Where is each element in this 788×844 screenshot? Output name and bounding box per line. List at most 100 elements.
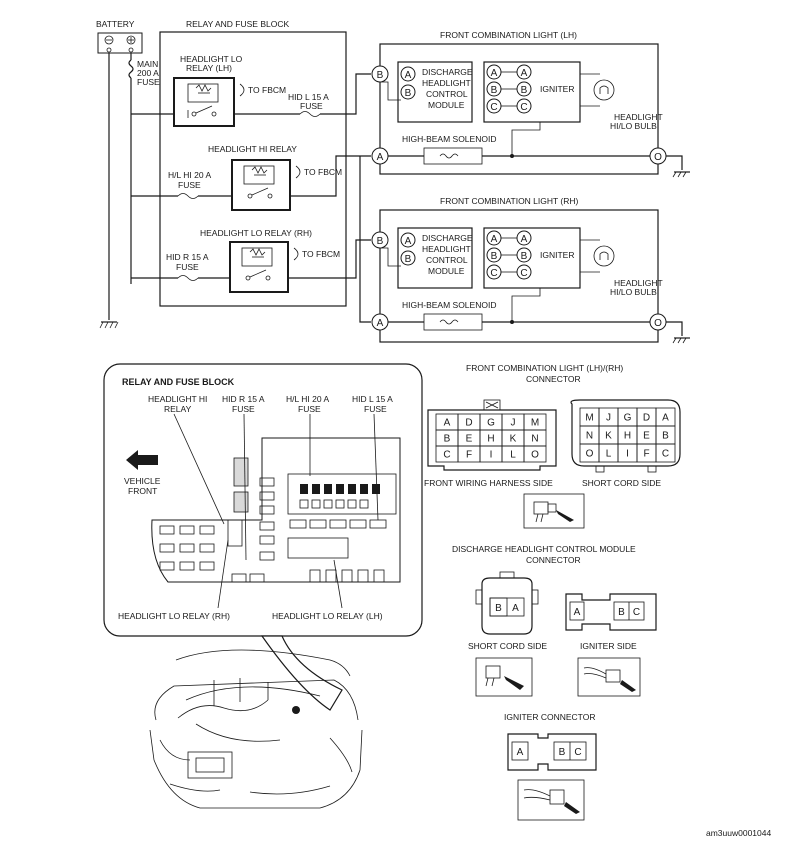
harness-pin-B: B	[444, 434, 451, 445]
hid-l-fuse-line1: HID L 15 A	[288, 92, 329, 102]
svg-text:C: C	[633, 607, 640, 618]
hi-relay-label: HEADLIGHT HI RELAY	[208, 144, 297, 154]
connector-view-arrow-icon	[533, 501, 574, 523]
igniter-connector-section: IGNITER CONNECTOR A B C	[504, 712, 597, 821]
shortcord-pin-E: E	[643, 431, 650, 442]
inset-hi-relay-line1: HEADLIGHT HI	[148, 394, 207, 404]
svg-text:B: B	[377, 70, 384, 81]
vehicle-front-line1: VEHICLE	[124, 476, 161, 486]
inset-hid-l-line1: HID L 15 A	[352, 394, 393, 404]
harness-pin-E: E	[466, 434, 473, 445]
svg-text:B: B	[495, 603, 502, 614]
to-fbcm-2: TO FBCM	[304, 167, 342, 177]
lo-relay-rh	[229, 241, 289, 293]
dhcm-connector-title-line2: CONNECTOR	[526, 555, 581, 565]
inset-hl-hi-line2: FUSE	[298, 404, 321, 414]
svg-text:B: B	[521, 251, 528, 262]
dhcm-short-view-arrow-icon	[485, 665, 524, 690]
harness-pin-A: A	[444, 418, 451, 429]
dhcm-lh-line1: DISCHARGE	[422, 67, 473, 77]
shortcord-pin-B: B	[662, 431, 669, 442]
hb-solenoid-lh-label: HIGH-BEAM SOLENOID	[402, 134, 496, 144]
svg-text:B: B	[618, 607, 625, 618]
harness-pin-H: H	[487, 434, 494, 445]
svg-text:O: O	[654, 152, 662, 163]
svg-text:B: B	[559, 747, 566, 758]
harness-pin-J: J	[511, 418, 516, 429]
dhcm-igniter-side-label: IGNITER SIDE	[580, 641, 637, 651]
shortcord-pin-C: C	[662, 449, 669, 460]
svg-text:C: C	[520, 102, 527, 113]
front-comb-rh-title: FRONT COMBINATION LIGHT (RH)	[440, 196, 579, 206]
svg-text:B: B	[405, 254, 412, 265]
svg-text:A: A	[491, 234, 498, 245]
shortcord-pin-I: I	[626, 449, 629, 460]
svg-text:C: C	[520, 268, 527, 279]
inset-hid-r-line2: FUSE	[232, 404, 255, 414]
lo-relay-lh	[173, 77, 235, 127]
to-fbcm-3: TO FBCM	[302, 249, 340, 259]
harness-pin-I: I	[490, 450, 493, 461]
dhcm-rh-line3: CONTROL	[426, 255, 468, 265]
harness-pin-C: C	[443, 450, 450, 461]
svg-text:A: A	[377, 152, 384, 163]
inset-hi-relay-line2: RELAY	[164, 404, 192, 414]
shortcord-pin-L: L	[606, 449, 612, 460]
hid-l-fuse-line2: FUSE	[300, 101, 323, 111]
svg-text:A: A	[377, 318, 384, 329]
hl-hi-fuse-line1: H/L HI 20 A	[168, 170, 211, 180]
svg-text:C: C	[574, 747, 581, 758]
harness-pin-N: N	[531, 434, 538, 445]
front-combination-light-lh: FRONT COMBINATION LIGHT (LH) B A O A B D…	[371, 30, 690, 178]
svg-text:B: B	[521, 85, 528, 96]
svg-text:B: B	[491, 85, 498, 96]
hb-solenoid-rh-label: HIGH-BEAM SOLENOID	[402, 300, 496, 310]
svg-text:A: A	[574, 607, 581, 618]
dhcm-rh-line1: DISCHARGE	[422, 233, 473, 243]
battery: BATTERY	[96, 19, 143, 329]
front-comb-lh-title: FRONT COMBINATION LIGHT (LH)	[440, 30, 577, 40]
shortcord-pin-D: D	[643, 413, 650, 424]
shortcord-pin-A: A	[662, 413, 669, 424]
inset-hid-r-line1: HID R 15 A	[222, 394, 265, 404]
igniter-connector-title: IGNITER CONNECTOR	[504, 712, 595, 722]
dhcm-rh-line2: HEADLIGHT	[422, 244, 471, 254]
inset-hl-hi-line1: H/L HI 20 A	[286, 394, 329, 404]
svg-text:A: A	[521, 68, 528, 79]
shortcord-pin-H: H	[624, 431, 631, 442]
dhcm-connector-title-line1: DISCHARGE HEADLIGHT CONTROL MODULE	[452, 544, 636, 554]
svg-text:B: B	[405, 88, 412, 99]
svg-text:A: A	[491, 68, 498, 79]
igniter-rh-label: IGNITER	[540, 250, 574, 260]
vehicle-engine-bay-illustration	[149, 635, 363, 809]
bulb-rh-line1: HEADLIGHT	[614, 278, 663, 288]
svg-text:B: B	[377, 236, 384, 247]
igniter-lh-label: IGNITER	[540, 84, 574, 94]
to-fbcm-1: TO FBCM	[248, 85, 286, 95]
shortcord-pin-K: K	[605, 431, 612, 442]
figure-id: am3uuw0001044	[706, 828, 771, 838]
main-fuse-line1: MAIN	[137, 59, 158, 69]
shortcord-pin-G: G	[624, 413, 632, 424]
shortcord-cell	[655, 443, 676, 463]
bulb-rh-line2: HI/LO BULB	[610, 287, 657, 297]
fcl-connector-title-line1: FRONT COMBINATION LIGHT (LH)/(RH)	[466, 363, 623, 373]
hid-r-fuse-line1: HID R 15 A	[166, 252, 209, 262]
shortcord-pin-O: O	[586, 449, 594, 460]
fcl-short-cord-side-label: SHORT CORD SIDE	[582, 478, 661, 488]
svg-text:A: A	[521, 234, 528, 245]
lo-relay-rh-label: HEADLIGHT LO RELAY (RH)	[200, 228, 312, 238]
hid-r-fuse-line2: FUSE	[176, 262, 199, 272]
harness-pin-G: G	[487, 418, 495, 429]
dhcm-igniter-view-arrow-icon	[583, 667, 636, 692]
main-fuse-line2: 200 A	[137, 68, 159, 78]
bulb-lh-line2: HI/LO BULB	[610, 121, 657, 131]
front-comb-connector-section: FRONT COMBINATION LIGHT (LH)/(RH) CONNEC…	[424, 363, 681, 529]
harness-pin-D: D	[465, 418, 472, 429]
shortcord-pin-F: F	[643, 449, 649, 460]
relay-fuse-block-schematic: RELAY AND FUSE BLOCK HEADLIGHT LO RELAY …	[131, 19, 347, 307]
main-fuse-line3: FUSE	[137, 77, 160, 87]
